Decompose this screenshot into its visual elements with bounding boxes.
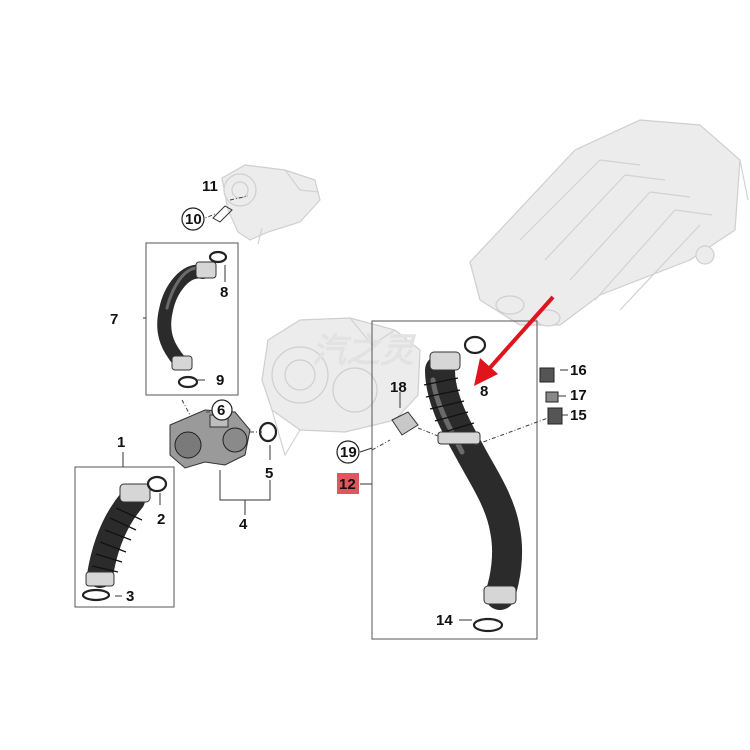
callouts: 1 2 3 4 5 6 7 8 9 10 11 12 14 15 16 17 1… [110,178,587,629]
o-ring-5 [258,421,278,443]
charge-hose-12 [423,351,523,610]
callout-16: 16 [570,362,587,379]
boot-hose-1 [85,483,151,588]
sensors [539,367,563,425]
valve-assembly-4 [169,409,251,469]
callout-2: 2 [157,511,165,528]
callout-19: 19 [340,444,357,461]
callout-10-ring [181,207,205,231]
callout-leaders [115,265,568,621]
group-box-12 [371,320,538,640]
callout-19-ring [336,440,360,464]
o-ring-9 [177,375,199,389]
watermark: 汽之灵 [312,332,417,370]
callout-6-ring [211,399,233,421]
bracket-4 [219,470,271,501]
intake-manifold-ghost [469,119,749,327]
callout-4: 4 [239,516,248,533]
callout-1: 1 [117,434,125,451]
callout-8b: 8 [480,383,488,400]
callout-17: 17 [570,387,587,404]
group-box-7 [145,242,239,396]
callout-14: 14 [436,612,453,629]
callout-15: 15 [570,407,587,424]
callout-9: 9 [216,372,224,389]
clip-18 [391,411,419,436]
callout-18: 18 [390,379,407,396]
callout-12-highlight [337,473,359,494]
o-ring-8b [463,335,487,355]
callout-10: 10 [185,211,202,228]
red-arrow-icon [474,295,555,386]
callout-3: 3 [126,588,134,605]
callout-11: 11 [202,178,218,195]
pipe-7 [157,261,217,371]
group-box-1 [74,466,175,608]
o-ring-2 [146,475,168,493]
o-ring-8 [208,250,228,264]
callout-8: 8 [220,284,228,301]
bracket-part [212,205,233,223]
callout-5: 5 [265,465,273,482]
callout-7: 7 [110,311,118,328]
callout-12: 12 [339,476,356,493]
o-ring-3 [81,588,111,602]
o-ring-14 [472,617,504,633]
large-turbo-ghost [261,317,421,457]
small-turbo-ghost [221,164,321,245]
callout-6: 6 [217,402,225,419]
